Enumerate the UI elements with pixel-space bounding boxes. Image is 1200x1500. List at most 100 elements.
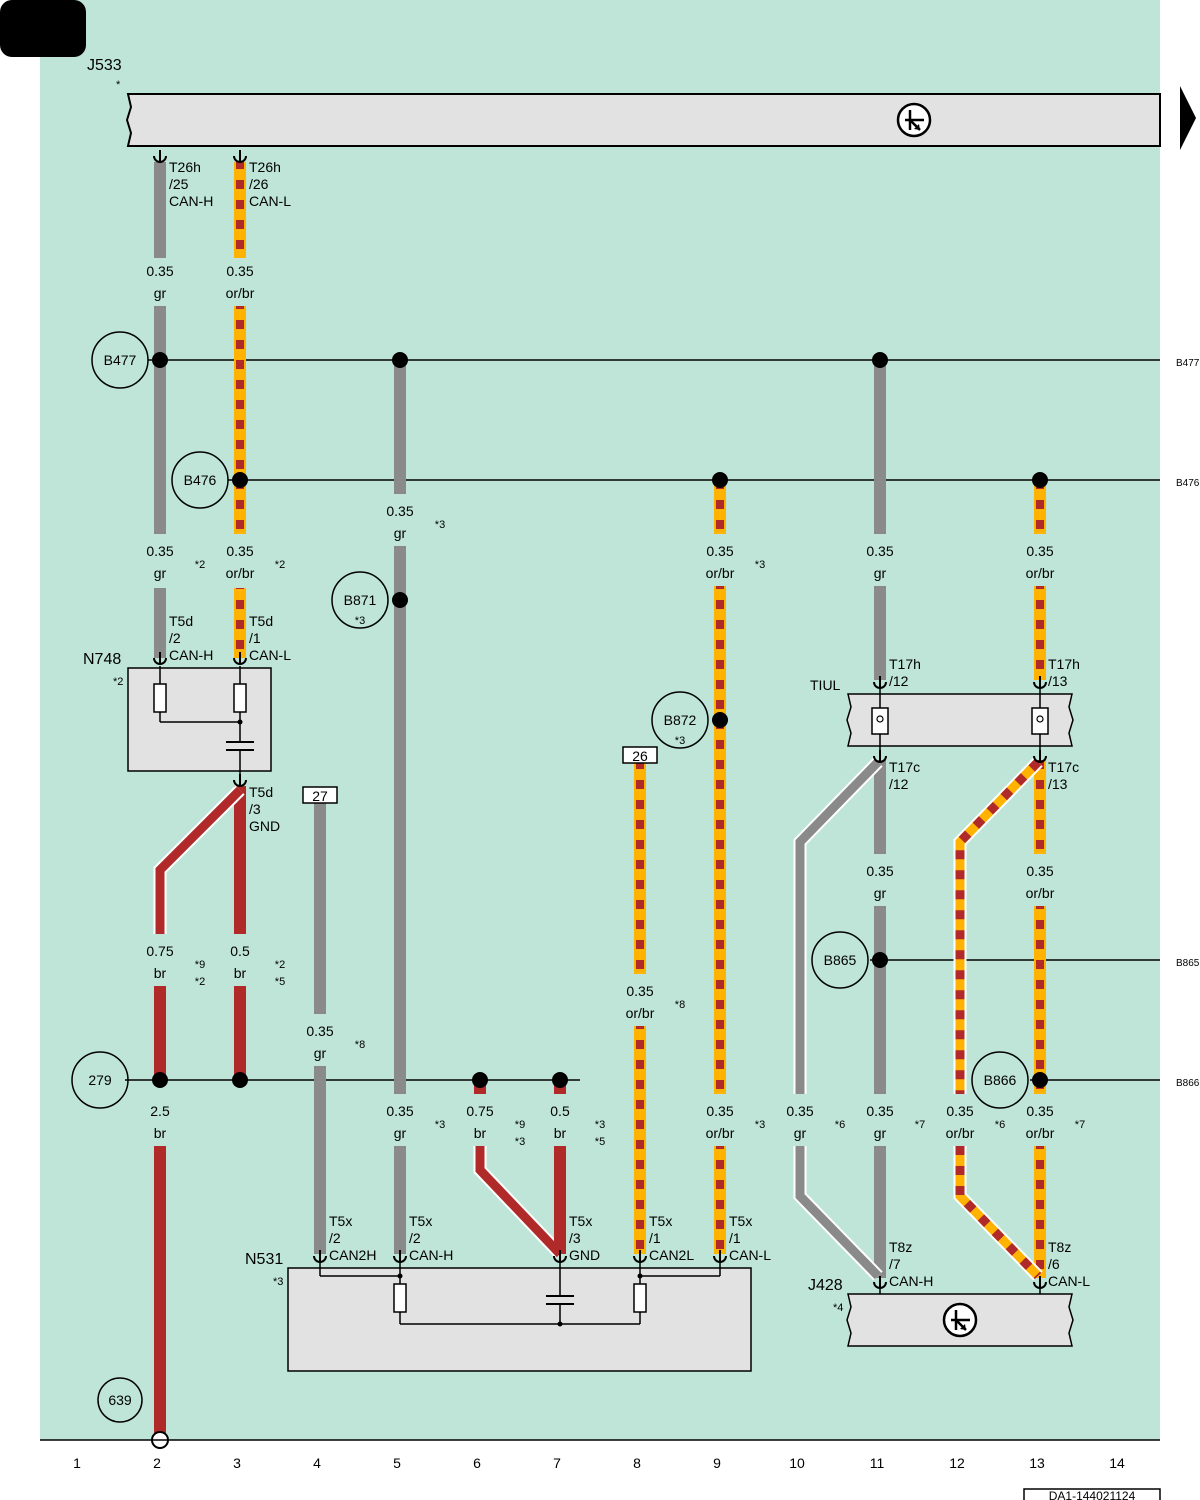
wire-color: gr (794, 1125, 807, 1141)
n531-note: *3 (273, 1276, 283, 1288)
pin-label: CAN-L (1048, 1273, 1090, 1289)
wire-color: gr (874, 565, 887, 581)
wire-color: br (154, 965, 167, 981)
n748-note: *2 (113, 676, 123, 688)
wire-size: 0.35 (706, 543, 733, 559)
wire-color: br (554, 1125, 567, 1141)
pin-label: /2 (409, 1230, 421, 1246)
wire-size: 2.5 (150, 1103, 170, 1119)
pin-label: CAN-H (409, 1247, 453, 1263)
wire-color: br (474, 1125, 487, 1141)
grid-number: 12 (949, 1455, 965, 1471)
next-page-arrow-icon[interactable] (1180, 86, 1196, 150)
grid-number: 11 (870, 1455, 885, 1471)
diagram-id-box (1023, 1488, 1161, 1500)
pin-label: GND (249, 818, 280, 834)
bus-label: B476 (1176, 478, 1200, 489)
wire-color: or/br (1026, 565, 1055, 581)
wire-size: 0.35 (226, 543, 253, 559)
pin-label: T5d (249, 784, 273, 800)
n531-internal (319, 1262, 721, 1325)
pin-label: T5d (169, 613, 193, 629)
wire-color: or/br (706, 1125, 735, 1141)
wire-note: *2 (195, 976, 205, 988)
grid-number: 9 (713, 1455, 721, 1471)
wires (153, 162, 1046, 1436)
wire-size: 0.35 (866, 543, 893, 559)
wire-note: *2 (195, 559, 205, 571)
pin-label: T17c (889, 759, 920, 775)
grid-number: 2 (153, 1455, 161, 1471)
wire-note: *2 (275, 559, 285, 571)
junction-note: *3 (355, 615, 365, 627)
n531-label: N531 (245, 1251, 283, 1268)
wire-note: *9 (195, 959, 205, 971)
wire-color: or/br (946, 1125, 975, 1141)
page-tab (0, 0, 86, 57)
pin-label: T5x (649, 1213, 672, 1229)
pin-label: /12 (889, 673, 909, 689)
pin-label: T5x (569, 1213, 592, 1229)
wire-color: gr (874, 1125, 887, 1141)
grid-number: 14 (1109, 1455, 1125, 1471)
wire-color: br (234, 965, 247, 981)
pin-label: T5x (329, 1213, 352, 1229)
grid-number: 6 (473, 1455, 481, 1471)
pin-label: T26h (249, 159, 281, 175)
wire-note: *3 (435, 1119, 445, 1131)
wire-note: *2 (275, 959, 285, 971)
pin-label: CAN2H (329, 1247, 376, 1263)
pin-label: CAN-H (169, 647, 213, 663)
grid-number: 4 (313, 1455, 321, 1471)
right-edge-labels: B477 B476 B865 B866 (1176, 358, 1200, 1089)
pin-label: T17h (1048, 656, 1080, 672)
junction-label: B871 (344, 592, 377, 608)
wire-color: gr (394, 1125, 407, 1141)
ref-box-26 (622, 746, 658, 764)
diagram-id: DA1-144021124 (1049, 1489, 1136, 1500)
wire-note: *3 (755, 559, 765, 571)
wire-size: 0.35 (946, 1103, 973, 1119)
wire-color: or/br (1026, 885, 1055, 901)
wire-size: 0.5 (230, 943, 250, 959)
pin-label: /13 (1048, 673, 1068, 689)
n748-internal (153, 666, 254, 778)
wire-note: *6 (835, 1119, 845, 1131)
wire-size: 0.35 (386, 503, 413, 519)
pin-label: /2 (169, 630, 181, 646)
n748-component (127, 667, 272, 772)
wire-size: 0.35 (1026, 1103, 1053, 1119)
control-unit-icon (896, 102, 932, 138)
wire-note: *5 (275, 976, 285, 988)
pin-label: /7 (889, 1256, 901, 1272)
wire-note: *3 (595, 1119, 605, 1131)
pin-label: T5x (409, 1213, 432, 1229)
pin-label: /2 (329, 1230, 341, 1246)
bus-label: B865 (1176, 958, 1200, 969)
pin-label: CAN-L (249, 647, 291, 663)
wire-note: *7 (1075, 1119, 1085, 1131)
grid-number: 5 (393, 1455, 401, 1471)
pin-label: CAN-L (249, 193, 291, 209)
wire-color: gr (314, 1045, 327, 1061)
wire-size: 0.35 (866, 863, 893, 879)
grid-numbers: 1 2 3 4 5 6 7 8 9 10 11 12 13 14 (73, 1455, 1125, 1471)
ref-box-27 (302, 786, 338, 804)
grid-number: 8 (633, 1455, 641, 1471)
wire-size: 0.35 (626, 983, 653, 999)
n531-component (287, 1267, 752, 1372)
tiul-component (846, 693, 1074, 747)
wire-size: 0.75 (146, 943, 173, 959)
junction-label: B477 (104, 352, 137, 368)
wire-size: 0.75 (466, 1103, 493, 1119)
ref-26-label: 26 (632, 748, 648, 764)
pin-label: T26h (169, 159, 201, 175)
pin-label: /3 (569, 1230, 581, 1246)
pin-label: CAN-H (169, 193, 213, 209)
pin-label: /12 (889, 776, 909, 792)
wire-note: *3 (515, 1136, 525, 1148)
pin-label: T8z (1048, 1239, 1071, 1255)
wire-note: *8 (675, 999, 685, 1011)
junction-labels: B477 B476 B871 *3 B872 *3 B865 B866 279 … (88, 352, 1016, 1408)
junction-label: B872 (664, 712, 697, 728)
